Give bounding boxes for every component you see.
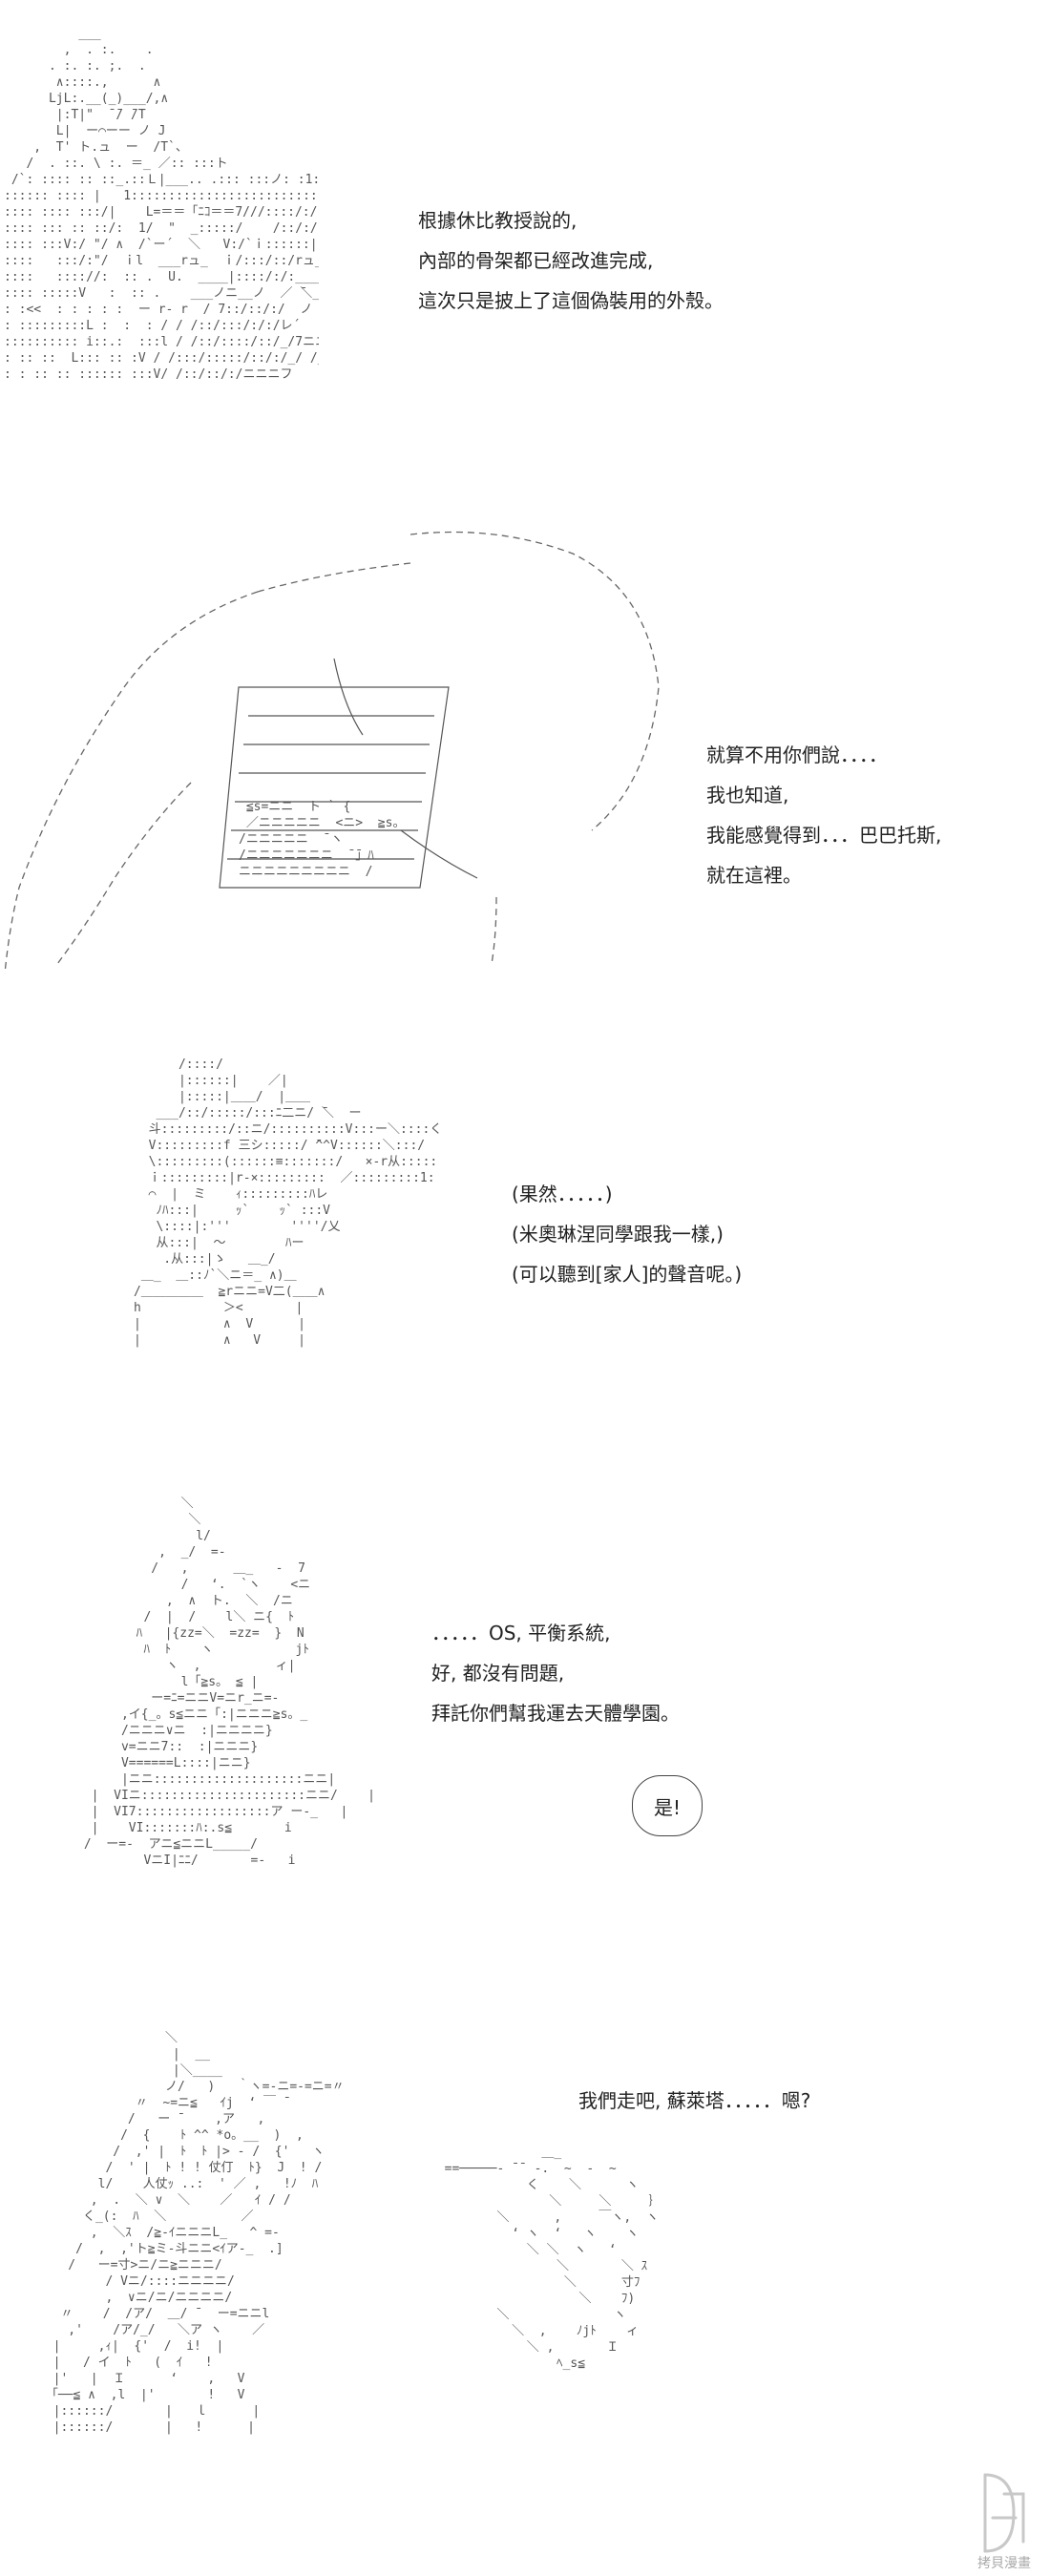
- dialogue-box: (果然．．．．．) (米奧琳涅同學跟我一樣,) (可以聽到[家人]的聲音呢。): [512, 1174, 742, 1294]
- dialogue-box: ．．．．．OS, 平衡系統, 好, 都沒有問題, 拜託你們幫我運去天體學園。: [431, 1613, 680, 1733]
- panel-4: ＼ ＼ l/ , _/ =- / , ＿_ - 7 / ‘. `ヽ <ニ , ∧…: [0, 1470, 1050, 1985]
- watermark-label: 拷貝漫畫: [977, 2556, 1031, 2571]
- dialogue-line: (果然．．．．．): [512, 1183, 613, 1205]
- ascii-art-shading: ≦s=ニニ ト ` { ／ニニニニニ <ニ> ≧s。 /ニニニニニ ̄ ヽ /ニ…: [239, 800, 406, 879]
- ascii-art-figure-4: ＼ ＼ l/ , _/ =- / , ＿_ - 7 / ‘. `ヽ <ニ , ∧…: [83, 1497, 375, 1868]
- dialogue-box: 就算不用你們說．．．． 我也知道, 我能感覺得到．．．巴巴托斯, 就在這裡。: [706, 735, 941, 895]
- dmzj-logo-icon: [983, 2473, 1025, 2553]
- line-art-hooded-figure: [4, 531, 660, 974]
- dialogue-line: 內部的骨架都已經改進完成,: [418, 249, 654, 272]
- panel-3: /::::/ |::::::| ／| |:::::|＿＿/ |＿＿ ___/::…: [0, 1012, 1050, 1470]
- dialogue-line: 這次只是披上了這個偽裝用的外殼。: [418, 289, 724, 312]
- dialogue-box: 我們走吧, 蘇萊塔．．．．．嗯?: [578, 2081, 810, 2121]
- dialogue-line: 根據休比教授說的,: [418, 209, 578, 232]
- dmzj-watermark: [966, 2465, 1042, 2570]
- panel-2: ≦s=ニニ ト ` { ／ニニニニニ <ニ> ≧s。 /ニニニニニ ̄ ヽ /ニ…: [0, 515, 1050, 1012]
- ascii-art-figure-1: ___ , . :. . . :. :. ;. . ∧::::., ∧ LjL:…: [4, 27, 319, 382]
- ascii-art-figure-3: /::::/ |::::::| ／| |:::::|＿＿/ |＿＿ ___/::…: [134, 1058, 439, 1348]
- ascii-art-cape: ＿_ ==─────‐ ̄ ̄ ‐. ~ ‐ ~ く ＼ ヽ ＼ ＼ ｝! ＼ …: [444, 2146, 659, 2371]
- panel-5: ＼ | __ |＼____ ノ/ ) ｀ヽ=-ニ=‐=ニ=〃 〃 ~=ニ≦ ｲj…: [0, 1985, 1050, 2576]
- panel-1: ___ , . :. . . :. :. ;. . ∧::::., ∧ LjL:…: [0, 0, 1050, 515]
- dialogue-line: 我們走吧, 蘇萊塔．．．．．嗯?: [578, 2089, 811, 2112]
- dialogue-line: (米奧琳涅同學跟我一樣,): [512, 1223, 724, 1246]
- dialogue-line: 就在這裡。: [706, 864, 802, 887]
- bubble-text: 是!: [653, 1795, 682, 1819]
- dialogue-line: (可以聽到[家人]的聲音呢。): [512, 1263, 743, 1286]
- ascii-art-figure-5a: ＼ | __ |＼____ ノ/ ) ｀ヽ=-ニ=‐=ニ=〃 〃 ~=ニ≦ ｲj…: [45, 2031, 345, 2435]
- dialogue-box: 根據休比教授說的, 內部的骨架都已經改進完成, 這次只是披上了這個偽裝用的外殼。: [418, 200, 724, 321]
- dialogue-line: 拜託你們幫我運去天體學園。: [431, 1702, 680, 1725]
- dialogue-line: 我也知道,: [706, 784, 789, 806]
- dialogue-line: 我能感覺得到．．．巴巴托斯,: [706, 824, 942, 847]
- dialogue-line: ．．．．．OS, 平衡系統,: [431, 1622, 611, 1644]
- dialogue-line: 就算不用你們說．．．．: [706, 743, 888, 766]
- speech-bubble: 是!: [632, 1775, 703, 1836]
- dialogue-line: 好, 都沒有問題,: [431, 1662, 565, 1685]
